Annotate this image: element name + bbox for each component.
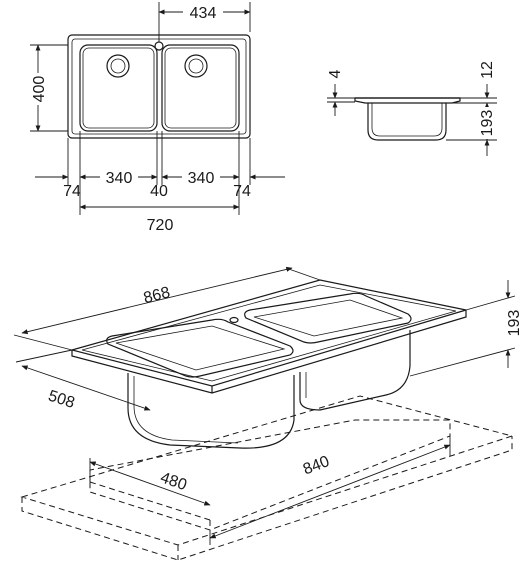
left-bowl-opening: [106, 318, 294, 378]
top-view: 434 400 340 340 74 40 74 720: [24, 2, 285, 234]
dim-length-label: 868: [142, 284, 172, 307]
dim-margin-right-label: 74: [233, 183, 251, 200]
perspective-view: 868 508 193 840 480: [13, 266, 523, 561]
top-view-right-bowl-inner: [164, 47, 237, 129]
countertop-edge: [21, 436, 513, 561]
dim-cutout-length-label: 840: [301, 453, 332, 478]
dim-bowl-depth-label: 193: [479, 110, 496, 137]
dim-line-480: [89, 461, 211, 506]
countertop: [20, 395, 514, 561]
dim-193-side-bg: [478, 107, 496, 139]
dim-cutout-depth-label: 480: [158, 469, 189, 494]
dim-line-840: [209, 444, 451, 539]
dim-flange-label: 12: [479, 61, 496, 79]
dim-868-ext-left: [13, 334, 73, 351]
dim-340b-bg: [182, 168, 220, 186]
dim-line-868: [21, 266, 293, 335]
dim-margin-left-label: 74: [63, 183, 81, 200]
dim-depth-label: 400: [31, 76, 48, 103]
top-view-inner-outline: [71, 38, 247, 135]
dim-434-label-bg: [183, 3, 223, 21]
right-bowl-body: [299, 330, 411, 411]
dim-perspective-depth-label: 508: [46, 388, 77, 412]
sink-rim-edge: [71, 310, 467, 394]
dim-overflow-offset-label: 434: [190, 5, 217, 22]
right-drain-inner-icon: [188, 58, 204, 74]
side-view-bowl-inner: [371, 103, 443, 137]
dim-868-ext-right: [285, 267, 321, 281]
left-bowl-opening-inner: [115, 325, 286, 371]
side-view: 4 12 193: [327, 61, 497, 156]
countertop-top: [20, 395, 514, 546]
dim-340a-bg: [100, 168, 138, 186]
dim-193p-ext-top: [465, 295, 516, 311]
left-bowl-body: [127, 373, 295, 449]
dim-bowl-left-label: 340: [106, 170, 133, 187]
overflow-hole-icon: [154, 41, 164, 51]
cutout-edge: [89, 481, 211, 521]
dim-width-label: 720: [147, 217, 174, 234]
left-drain-inner-icon: [110, 58, 126, 74]
top-view-left-bowl-inner: [82, 47, 155, 129]
dim-bowl-right-label: 340: [188, 170, 215, 187]
perspective-overflow-icon: [229, 316, 239, 324]
right-bowl-opening-inner: [253, 299, 404, 337]
dim-508-ext: [15, 349, 73, 363]
dim-perspective-height-label: 193: [506, 310, 523, 337]
side-view-bowl: [367, 103, 447, 141]
dim-line-508: [21, 365, 151, 411]
top-view-right-bowl: [161, 44, 240, 132]
top-view-left-bowl: [79, 44, 158, 132]
dim-193p-ext-bottom: [409, 347, 516, 377]
dim-rim-label: 4: [327, 69, 344, 78]
right-bowl-opening: [244, 292, 412, 344]
right-drain-icon: [184, 54, 208, 78]
perspective-sink: [69, 279, 467, 449]
dim-400-label-bg: [24, 73, 52, 105]
side-view-flange: [354, 97, 461, 104]
dim-center-label: 40: [150, 183, 168, 200]
left-drain-icon: [106, 54, 130, 78]
